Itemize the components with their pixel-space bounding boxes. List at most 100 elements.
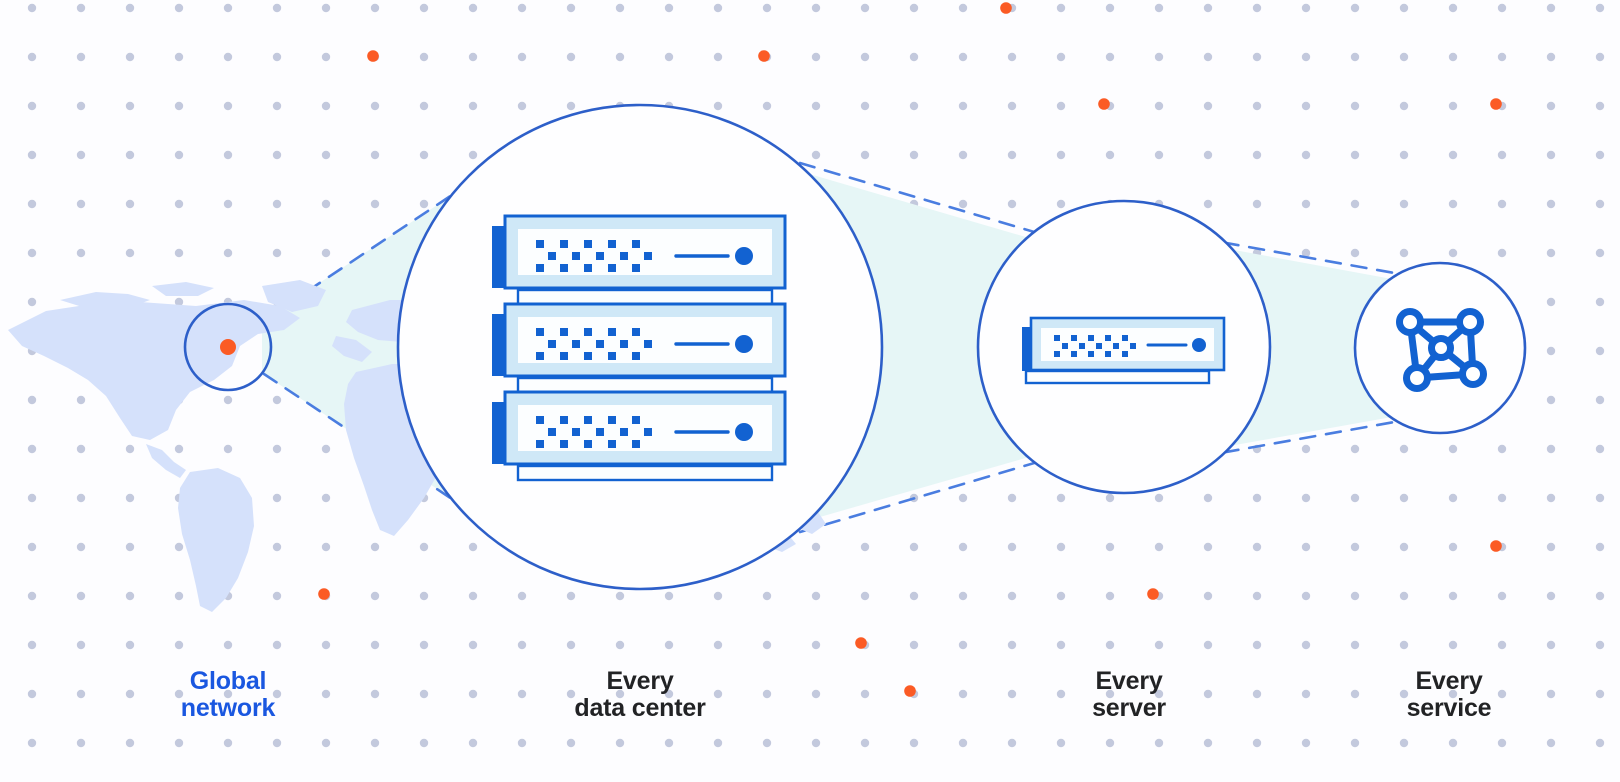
grid-dot — [76, 689, 86, 699]
grid-dot — [27, 689, 37, 699]
accent-dot — [904, 685, 916, 697]
grid-dot — [811, 640, 821, 650]
grid-dot — [321, 199, 331, 209]
grid-dot — [76, 444, 86, 454]
grid-dot — [811, 101, 821, 111]
grid-dot — [1497, 248, 1507, 258]
grid-dot — [174, 689, 184, 699]
grid-dot — [1350, 52, 1360, 62]
grid-dot — [174, 591, 184, 601]
grid-dot — [1056, 3, 1066, 13]
accent-dot — [1490, 98, 1502, 110]
grid-dot — [27, 444, 37, 454]
grid-dot — [517, 689, 527, 699]
accent-dot — [1490, 540, 1502, 552]
mesh-node-top-left — [1396, 308, 1424, 336]
grid-dot — [615, 738, 625, 748]
grid-dot — [958, 640, 968, 650]
grid-dot — [1007, 493, 1017, 503]
single-server-icon — [1022, 316, 1226, 385]
label-every-service-line1: Every — [1415, 667, 1483, 695]
grid-dot — [1595, 542, 1605, 552]
grid-dot — [566, 689, 576, 699]
grid-dot — [1154, 101, 1164, 111]
grid-dot — [1350, 493, 1360, 503]
grid-dot — [1301, 444, 1311, 454]
grid-dot — [174, 738, 184, 748]
accent-dot — [758, 50, 770, 62]
grid-dot — [125, 591, 135, 601]
cone-datacenter-to-server — [798, 161, 1050, 534]
server-unit-1 — [492, 214, 787, 306]
grid-dot — [1399, 52, 1409, 62]
grid-dot — [1497, 444, 1507, 454]
grid-dot — [125, 493, 135, 503]
grid-dot — [1350, 199, 1360, 209]
grid-dot — [468, 738, 478, 748]
grid-dot — [713, 640, 723, 650]
grid-dot — [762, 689, 772, 699]
grid-dot — [1252, 3, 1262, 13]
mesh-node-top-right — [1456, 308, 1484, 336]
grid-dot — [1497, 199, 1507, 209]
grid-dot — [1154, 640, 1164, 650]
grid-dot — [1448, 738, 1458, 748]
grid-dot — [1448, 640, 1458, 650]
grid-dot — [1007, 199, 1017, 209]
grid-dot — [1350, 3, 1360, 13]
grid-dot — [272, 199, 282, 209]
grid-dot — [1105, 3, 1115, 13]
grid-dot — [1595, 591, 1605, 601]
grid-dot — [321, 493, 331, 503]
grid-dot — [76, 101, 86, 111]
grid-dot — [909, 542, 919, 552]
grid-dot — [1497, 52, 1507, 62]
grid-dot — [1301, 3, 1311, 13]
grid-dot — [1301, 199, 1311, 209]
mesh-node-bottom-right — [1459, 360, 1487, 388]
grid-dot — [272, 248, 282, 258]
grid-dot — [1154, 738, 1164, 748]
grid-dot — [1203, 640, 1213, 650]
grid-dot — [1007, 150, 1017, 160]
status-light-3 — [735, 423, 753, 441]
grid-dot — [1252, 52, 1262, 62]
grid-dot — [1056, 640, 1066, 650]
grid-dot — [1350, 542, 1360, 552]
grid-dot — [370, 738, 380, 748]
grid-dot — [468, 542, 478, 552]
grid-dot — [713, 738, 723, 748]
grid-dot — [468, 3, 478, 13]
grid-dot — [615, 689, 625, 699]
grid-dot — [664, 689, 674, 699]
grid-dot — [713, 591, 723, 601]
grid-dot — [1595, 248, 1605, 258]
label-global-network-line1: Global — [189, 667, 267, 695]
dot-matrix-3 — [536, 416, 652, 448]
grid-dot — [762, 640, 772, 650]
grid-dot — [419, 150, 429, 160]
grid-dot — [566, 101, 576, 111]
grid-dot — [860, 738, 870, 748]
grid-dot — [1007, 542, 1017, 552]
grid-dot — [27, 248, 37, 258]
grid-dot — [27, 640, 37, 650]
grid-dot — [223, 689, 233, 699]
grid-dot — [1203, 689, 1213, 699]
grid-dot — [860, 150, 870, 160]
grid-dot — [1546, 199, 1556, 209]
grid-dot — [272, 738, 282, 748]
grid-dot — [1497, 689, 1507, 699]
grid-dot — [1546, 3, 1556, 13]
grid-dot — [76, 150, 86, 160]
grid-dot — [1105, 542, 1115, 552]
grid-dot — [1595, 738, 1605, 748]
grid-dot — [1399, 444, 1409, 454]
grid-dot — [811, 3, 821, 13]
grid-dot — [566, 591, 576, 601]
grid-dot — [958, 3, 968, 13]
server-unit-3 — [492, 390, 787, 482]
grid-dot — [1350, 689, 1360, 699]
grid-dot — [1546, 689, 1556, 699]
